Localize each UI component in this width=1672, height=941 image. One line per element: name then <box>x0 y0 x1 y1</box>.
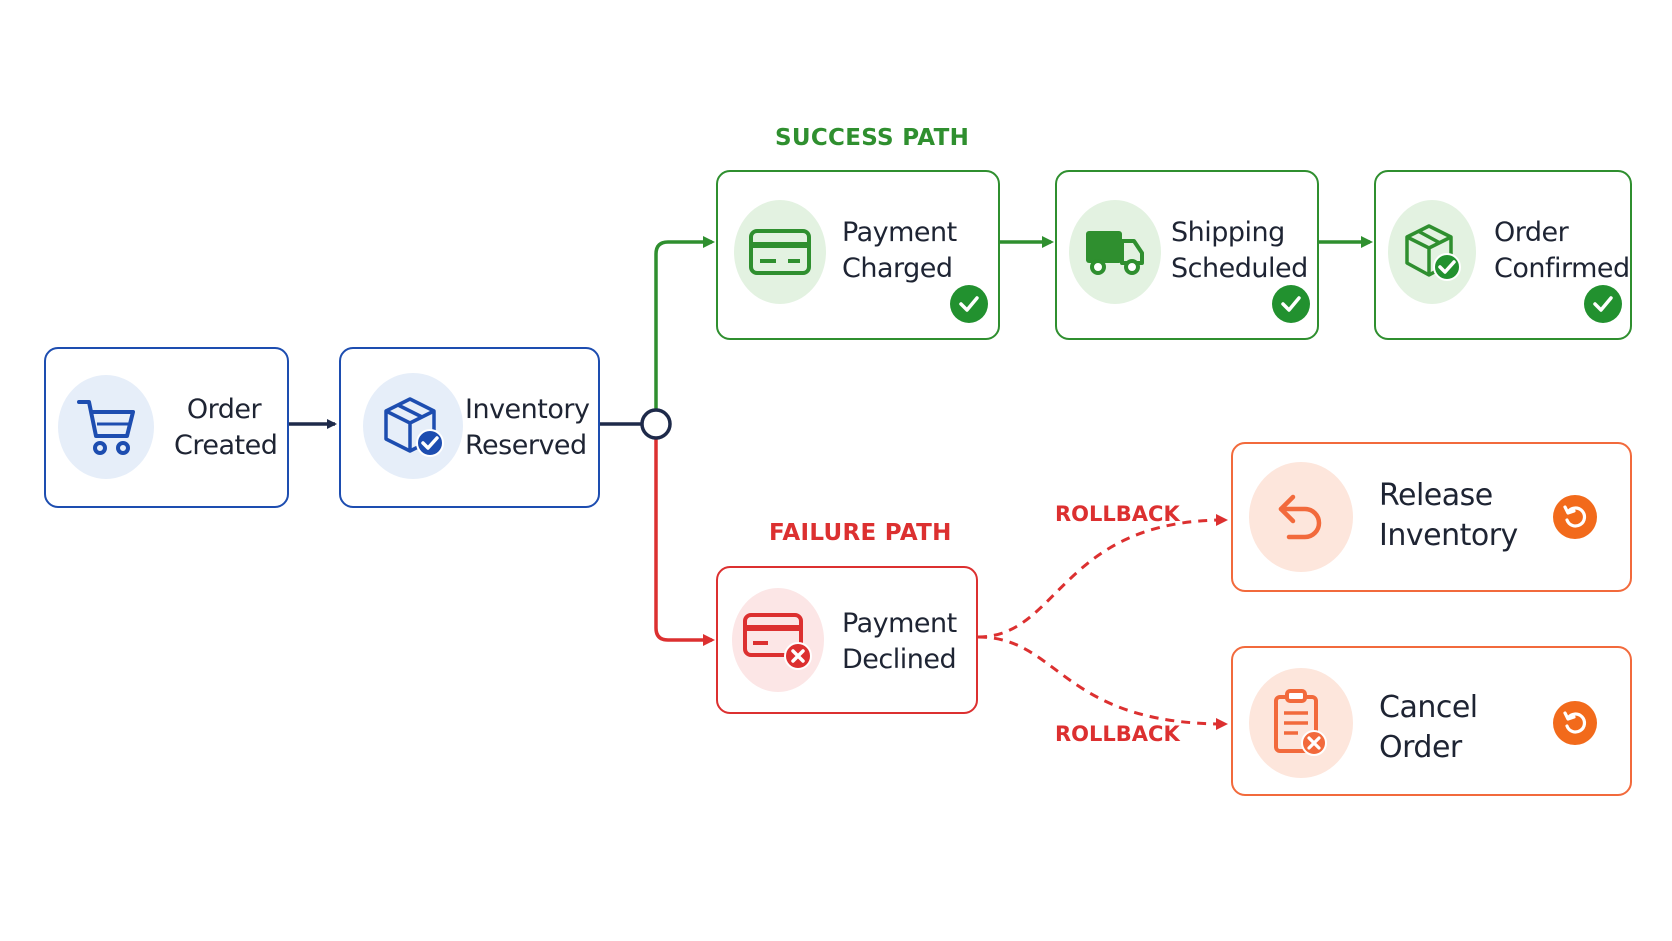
label-line-2: Confirmed <box>1494 253 1630 284</box>
label-line-1: Order <box>186 394 262 425</box>
rollback-arrow-release <box>977 514 1228 639</box>
label-line-1: Release <box>1379 478 1493 513</box>
rollback-label-bottom: ROLLBACK <box>1055 722 1180 746</box>
box-check-icon <box>384 397 444 457</box>
label-line-1: Shipping <box>1171 217 1285 248</box>
check-icon <box>950 285 988 323</box>
node-label: Order Confirmed <box>1494 215 1630 287</box>
label-line-1: Cancel <box>1379 690 1478 725</box>
icon-circle <box>363 373 463 479</box>
node-inventory-reserved[interactable]: Inventory Reserved <box>339 347 600 508</box>
icon-circle <box>732 588 824 692</box>
node-shipping-scheduled[interactable]: Shipping Scheduled <box>1055 170 1319 340</box>
label-line-1: Payment <box>842 217 957 248</box>
label-line-2: Scheduled <box>1171 253 1308 284</box>
truck-icon <box>1086 231 1144 275</box>
cart-icon <box>77 400 135 455</box>
failure-path-title: FAILURE PATH <box>769 520 952 546</box>
node-payment-declined[interactable]: Payment Declined <box>716 566 978 714</box>
node-payment-charged[interactable]: Payment Charged <box>716 170 1000 340</box>
decision-junction <box>640 408 672 440</box>
rollback-icon <box>1553 701 1597 745</box>
icon-circle <box>1069 200 1161 304</box>
node-cancel-order[interactable]: Cancel Order <box>1231 646 1632 796</box>
arrow-to-payment-charged <box>654 236 715 410</box>
node-label: Inventory Reserved <box>465 392 590 464</box>
label-line-2: Declined <box>842 644 957 675</box>
rollback-arrow-cancel <box>977 635 1228 730</box>
icon-circle <box>1249 668 1353 778</box>
node-release-inventory[interactable]: Release Inventory <box>1231 442 1632 592</box>
node-label: Shipping Scheduled <box>1171 215 1308 287</box>
icon-circle <box>734 200 826 304</box>
label-line-2: Charged <box>842 253 953 284</box>
undo-arrow-icon <box>1278 494 1322 540</box>
label-line-2: Inventory <box>1379 518 1518 553</box>
node-label: Release Inventory <box>1379 476 1518 556</box>
check-icon <box>1272 285 1310 323</box>
node-label: Payment Declined <box>842 606 957 678</box>
arrow-to-payment-declined <box>654 438 715 646</box>
icon-circle <box>1388 200 1476 304</box>
icon-circle <box>1249 462 1353 572</box>
node-label: Payment Charged <box>842 215 957 287</box>
success-path-title: SUCCESS PATH <box>775 125 970 151</box>
node-order-confirmed[interactable]: Order Confirmed <box>1374 170 1632 340</box>
label-line-2: Created <box>174 430 278 461</box>
node-label: Cancel Order <box>1379 688 1478 768</box>
node-order-created[interactable]: Order Created <box>44 347 289 508</box>
node-label: Order Created <box>174 392 278 464</box>
icon-circle <box>58 375 154 479</box>
check-icon <box>1584 285 1622 323</box>
label-line-1: Order <box>1494 217 1569 248</box>
credit-card-x-icon <box>743 613 812 670</box>
label-line-1: Payment <box>842 608 957 639</box>
clipboard-x-icon <box>1274 689 1327 756</box>
rollback-label-top: ROLLBACK <box>1055 502 1180 526</box>
label-line-1: Inventory <box>465 394 590 425</box>
box-check-icon <box>1405 224 1461 281</box>
credit-card-icon <box>749 229 811 275</box>
rollback-icon <box>1553 495 1597 539</box>
label-line-2: Reserved <box>465 430 587 461</box>
label-line-2: Order <box>1379 730 1462 765</box>
